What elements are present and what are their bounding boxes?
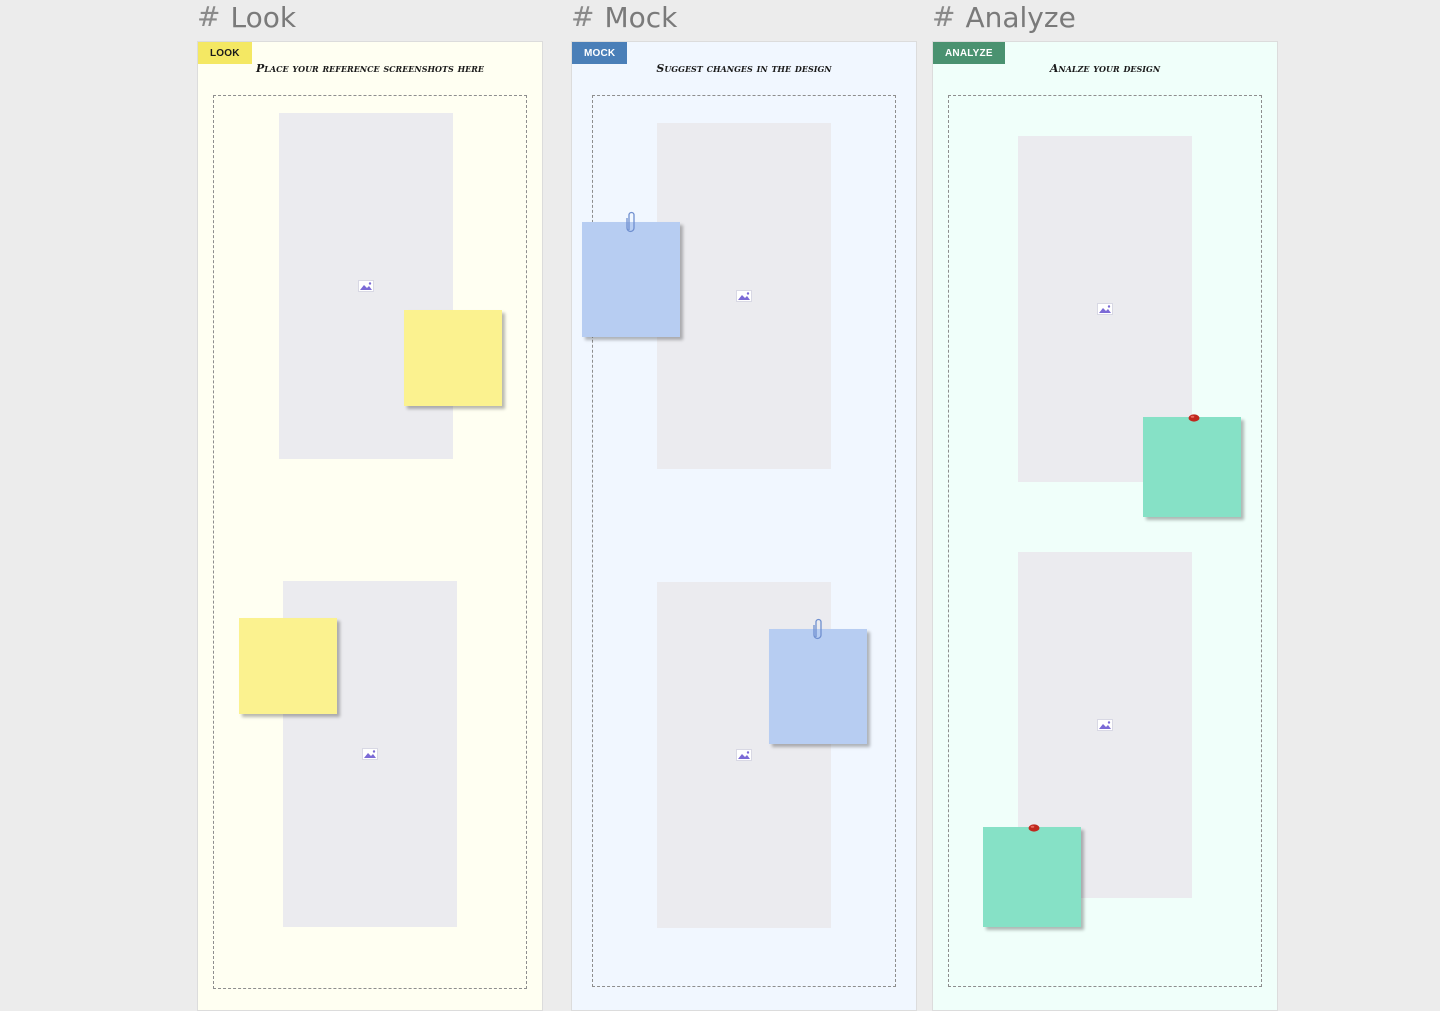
image-placeholder[interactable] xyxy=(657,123,831,469)
frame-mock[interactable]: MOCK Suggest changes in the design xyxy=(571,41,917,1011)
image-icon xyxy=(1097,719,1113,731)
frame-title-mock[interactable]: # Mock xyxy=(571,0,677,34)
subtitle-mock: Suggest changes in the design xyxy=(656,62,832,75)
sticky-note-green[interactable] xyxy=(983,824,1081,927)
image-icon xyxy=(358,280,374,292)
paperclip-icon xyxy=(813,618,822,640)
paperclip-icon xyxy=(626,211,635,233)
badge-mock: MOCK xyxy=(572,42,628,64)
image-icon xyxy=(736,749,752,761)
sticky-note-blue[interactable] xyxy=(582,211,680,337)
badge-analyze: ANALYZE xyxy=(933,42,1005,64)
sticky-note-yellow[interactable] xyxy=(404,310,502,406)
pushpin-icon xyxy=(1188,414,1200,422)
sticky-note-blue[interactable] xyxy=(769,618,867,744)
frame-title-label: Analyze xyxy=(965,0,1076,34)
screenshot-dropzone[interactable] xyxy=(592,95,896,987)
image-placeholder[interactable] xyxy=(279,113,453,459)
frame-analyze[interactable]: ANALYZE Analze your design xyxy=(932,41,1278,1011)
screenshot-dropzone[interactable] xyxy=(948,95,1262,987)
sticky-note-yellow[interactable] xyxy=(239,618,337,714)
frame-title-label: Mock xyxy=(604,0,678,34)
frame-title-look[interactable]: # Look xyxy=(197,0,296,34)
pushpin-icon xyxy=(1028,824,1040,832)
image-icon xyxy=(736,290,752,302)
screenshot-dropzone[interactable] xyxy=(213,95,527,989)
hash-icon: # xyxy=(197,0,221,33)
badge-look: LOOK xyxy=(198,42,252,64)
image-icon xyxy=(362,748,378,760)
frame-title-analyze[interactable]: # Analyze xyxy=(932,0,1076,34)
image-icon xyxy=(1097,303,1113,315)
hash-icon: # xyxy=(571,0,595,33)
subtitle-look: Place your reference screenshots here xyxy=(256,62,484,75)
subtitle-analyze: Analze your design xyxy=(1049,62,1161,75)
hash-icon: # xyxy=(932,0,956,33)
frame-title-label: Look xyxy=(230,0,297,34)
frame-look[interactable]: LOOK Place your reference screenshots he… xyxy=(197,41,543,1011)
sticky-note-green[interactable] xyxy=(1143,414,1241,517)
